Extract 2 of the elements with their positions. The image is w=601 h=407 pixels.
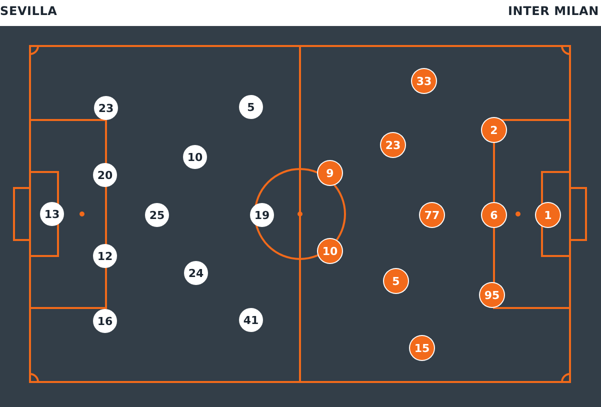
team-name: INTER MILAN: [508, 4, 599, 18]
team-name: SEVILLA: [0, 4, 58, 18]
